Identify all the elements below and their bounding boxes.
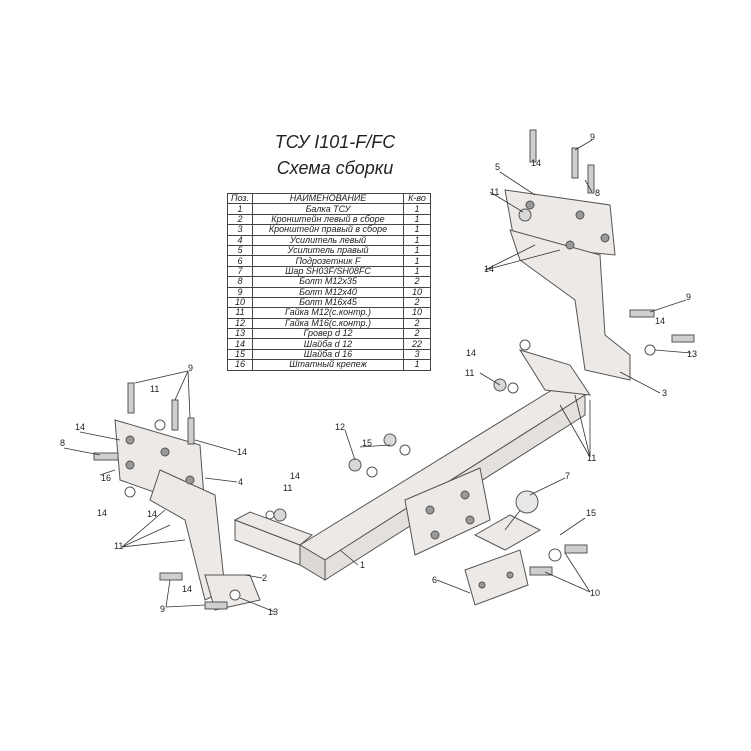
- bolts: [93, 129, 695, 610]
- diagram-subtitle: Схема сборки: [276, 158, 394, 178]
- callout-label: 12: [335, 422, 345, 432]
- callout-label: 9: [686, 292, 691, 302]
- callout-label: 14: [182, 584, 192, 594]
- callout-label: 1: [360, 560, 365, 570]
- callout-label: 14: [290, 471, 300, 481]
- callout-label: 8: [595, 188, 600, 198]
- callout-label: 14: [466, 348, 476, 358]
- callout-label: 9: [590, 132, 595, 142]
- callout-label: 2: [262, 573, 267, 583]
- callout-label: 3: [662, 388, 667, 398]
- callout-label: 14: [147, 509, 157, 519]
- diagram-title: ТСУ I101-F/FC: [274, 132, 396, 152]
- callout-label: 11: [465, 368, 474, 378]
- callout-label: 13: [268, 607, 278, 617]
- callout-label: 9: [188, 363, 193, 373]
- callout-label: 6: [432, 575, 437, 585]
- callout-label: 13: [687, 349, 697, 359]
- callout-label: 14: [531, 158, 541, 168]
- nuts-washers: [124, 208, 656, 601]
- callout-label: 11: [283, 483, 292, 493]
- callout-label: 14: [484, 264, 494, 274]
- right-bracket: [504, 189, 631, 396]
- callout-label: 14: [237, 447, 247, 457]
- callout-label: 7: [565, 471, 570, 481]
- callout-label: 14: [97, 508, 107, 518]
- callout-label: 11: [114, 541, 123, 551]
- callout-label: 14: [655, 316, 665, 326]
- callout-label: 10: [590, 588, 600, 598]
- callout-label: 11: [150, 384, 159, 394]
- center-plate: [404, 467, 491, 556]
- callout-label: 5: [495, 162, 500, 172]
- tow-ball: [473, 490, 542, 551]
- table-cell-qty: 1: [403, 359, 431, 371]
- callout-label: 14: [75, 422, 85, 432]
- callout-label: 11: [490, 187, 499, 197]
- leader-lines: [63, 139, 692, 613]
- callout-label: 16: [101, 473, 111, 483]
- callout-label: 15: [362, 438, 372, 448]
- callout-label: 8: [60, 438, 65, 448]
- callout-label: 9: [160, 604, 165, 614]
- callout-label: 4: [238, 477, 243, 487]
- callout-label: 11: [587, 453, 596, 463]
- callout-label: 15: [586, 508, 596, 518]
- socket-plate: [464, 549, 529, 606]
